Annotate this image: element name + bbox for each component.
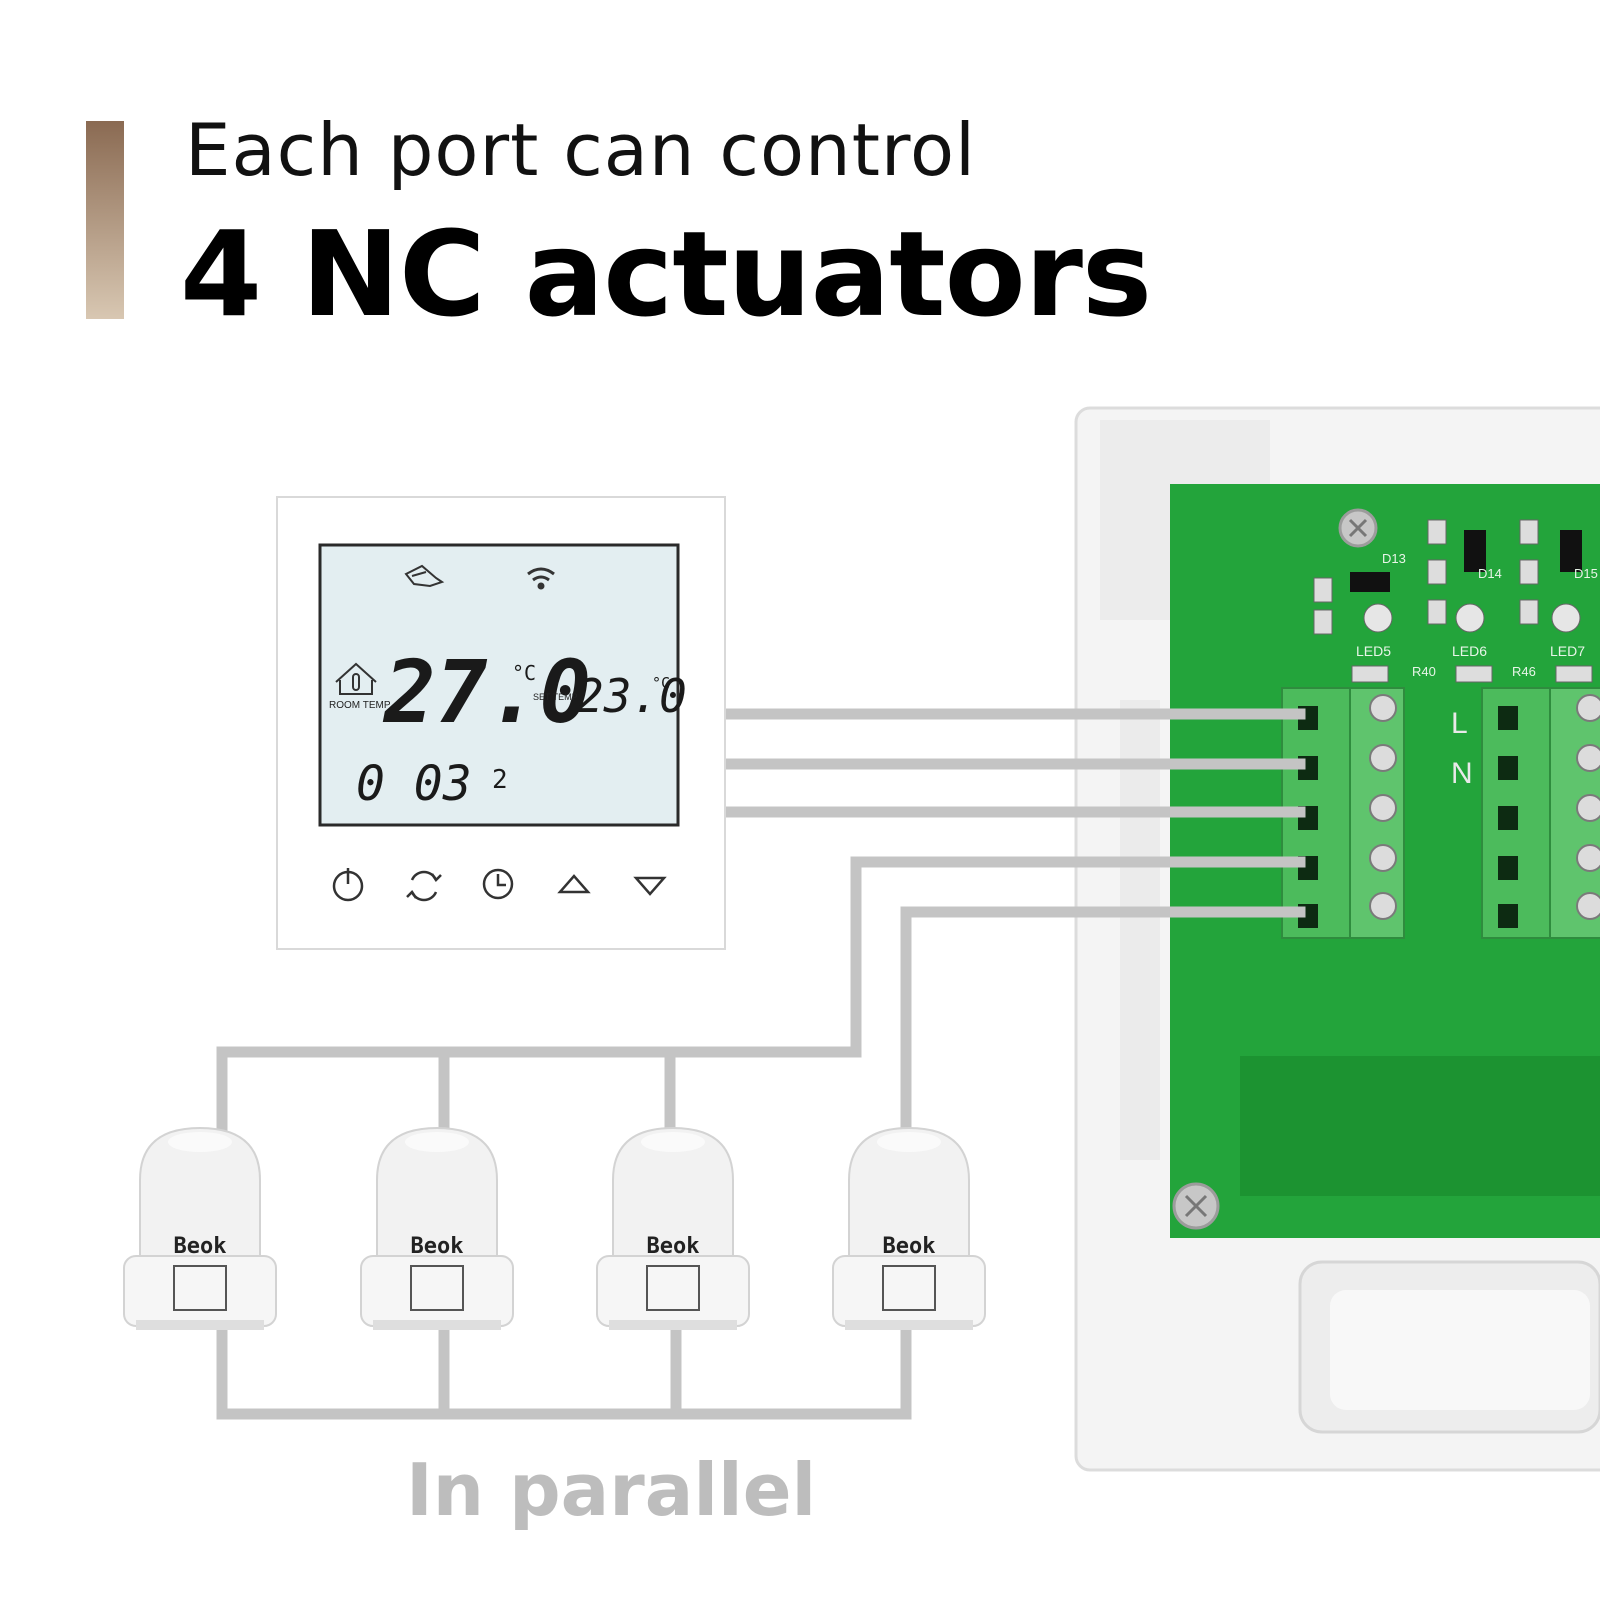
resistor-label: R40 bbox=[1412, 664, 1436, 679]
set-temp-label: SET TEMP bbox=[533, 692, 578, 702]
clock-button[interactable] bbox=[482, 868, 514, 900]
actuator: Beok bbox=[123, 1126, 277, 1330]
thermostat: ROOM TEMP 27.0 °C SET TEMP 23.0 °C 0 03 … bbox=[276, 496, 726, 950]
accent-bar bbox=[86, 121, 124, 319]
actuator-brand: Beok bbox=[883, 1234, 936, 1259]
clock-display: 0 03 bbox=[356, 756, 472, 812]
title: 4 NC actuators bbox=[180, 205, 1152, 343]
up-arrow-button[interactable] bbox=[557, 874, 591, 894]
actuator-brand: Beok bbox=[647, 1234, 700, 1259]
wires bbox=[216, 708, 1306, 1420]
led-label: LED6 bbox=[1452, 643, 1487, 659]
led-label: LED5 bbox=[1356, 643, 1391, 659]
actuator-brand: Beok bbox=[174, 1234, 227, 1259]
resistor-label: R46 bbox=[1512, 664, 1536, 679]
day-display: 2 bbox=[492, 765, 508, 795]
room-temp-unit: °C bbox=[512, 661, 536, 685]
set-temp-value: 23.0 bbox=[576, 669, 687, 723]
actuator: Beok bbox=[360, 1126, 514, 1330]
room-temp-label: ROOM TEMP bbox=[329, 700, 391, 711]
subtitle: Each port can control bbox=[185, 108, 976, 192]
led-label: LED7 bbox=[1550, 643, 1585, 659]
actuators: Beok Beok Beok Beok bbox=[123, 1126, 986, 1330]
actuator: Beok bbox=[832, 1126, 986, 1330]
wifi-icon bbox=[527, 567, 555, 590]
actuator: Beok bbox=[596, 1126, 750, 1330]
terminal-label-l: L bbox=[1451, 707, 1468, 740]
power-button[interactable] bbox=[332, 868, 364, 902]
diode-label: D14 bbox=[1478, 566, 1502, 581]
diode-label: D13 bbox=[1382, 551, 1406, 566]
mode-cycle-button[interactable] bbox=[406, 870, 442, 902]
room-temp-value: 27.0 bbox=[382, 643, 591, 743]
lcd-screen bbox=[318, 543, 680, 827]
hand-icon bbox=[404, 564, 445, 588]
footer-caption: In parallel bbox=[406, 1448, 817, 1532]
terminal-label-n: N bbox=[1451, 757, 1473, 790]
set-temp-unit: °C bbox=[652, 674, 670, 692]
diode-label: D15 bbox=[1574, 566, 1598, 581]
actuator-brand: Beok bbox=[411, 1234, 464, 1259]
down-arrow-button[interactable] bbox=[633, 876, 667, 896]
house-thermometer-icon bbox=[335, 662, 377, 695]
